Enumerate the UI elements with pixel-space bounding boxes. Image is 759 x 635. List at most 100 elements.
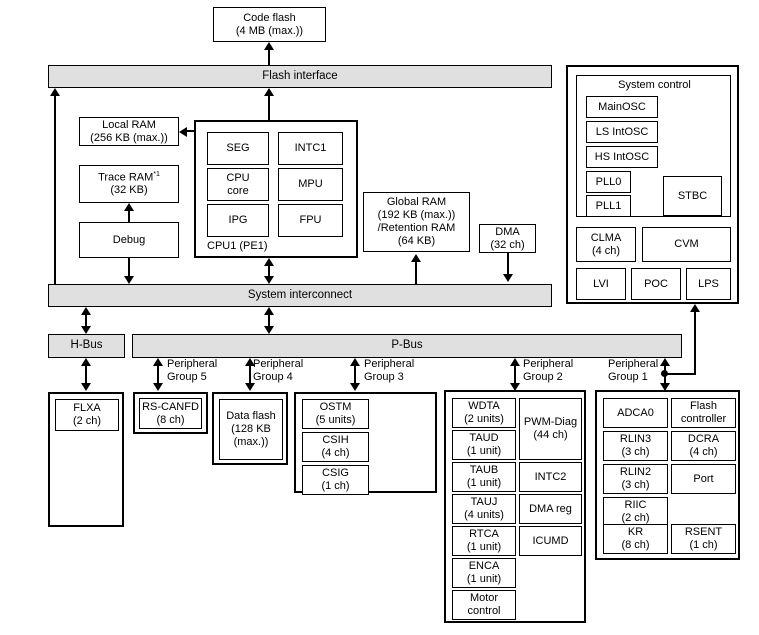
- system-control-outer-box: System control MainOSC LS IntOSC HS IntO…: [566, 65, 739, 304]
- rs-canfd-ch: (8 ch): [156, 413, 185, 426]
- enca-ch: (1 unit): [466, 573, 502, 585]
- code-flash-size: (4 MB (max.)): [235, 24, 304, 37]
- arrowhead-up-hbus-top: [81, 307, 91, 315]
- ostm-ch: (5 units): [315, 414, 356, 426]
- cpu-block-ipg: IPG: [207, 204, 269, 237]
- intc2-label: INTC2: [534, 470, 567, 483]
- debug-name: Debug: [112, 233, 146, 246]
- system-control-inner-box: System control MainOSC LS IntOSC HS IntO…: [576, 75, 731, 217]
- connector-hbus-flxa: [85, 364, 87, 384]
- global-ram-name: Global RAM: [386, 196, 447, 209]
- trace-ram-block: Trace RAM*1 (32 KB): [79, 165, 179, 203]
- csig-block: CSIG (1 ch): [302, 465, 369, 495]
- junction-dot-group1: [661, 370, 668, 377]
- arrowhead-up-flashif-cpu: [264, 88, 274, 96]
- hs-intosc-block: HS IntOSC: [586, 146, 658, 168]
- cpu-block-intc1: INTC1: [278, 132, 343, 165]
- global-ram-block: Global RAM (192 KB (max.)) /Retention RA…: [363, 192, 470, 252]
- rs-canfd-block: RS-CANFD (8 ch): [139, 398, 202, 429]
- connector-sysctrl-horizontal: [664, 373, 696, 375]
- peripheral-group-2-line2: Group 2: [523, 371, 563, 384]
- wdta-label: WDTA: [468, 400, 500, 413]
- cpu-block-mpu-label: MPU: [298, 178, 323, 191]
- peripheral-group-2-line1: Peripheral: [523, 358, 574, 370]
- rsent-block: RSENT (1 ch): [671, 524, 736, 554]
- taub-label: TAUB: [469, 464, 499, 477]
- peripheral-group-4-line1: Peripheral: [253, 358, 304, 370]
- data-flash-name: Data flash: [226, 410, 276, 423]
- connector-interconnect-hbus: [85, 313, 87, 328]
- connector-interconnect-pbus: [268, 313, 270, 328]
- taub-ch: (1 unit): [466, 477, 502, 489]
- local-ram-name: Local RAM: [102, 118, 156, 131]
- system-control-title: System control: [618, 79, 691, 91]
- h-bus-group-box: FLXA (2 ch): [48, 392, 124, 527]
- connector-pbus-group4: [249, 364, 251, 384]
- arrowhead-up-codeflash: [264, 42, 274, 50]
- peripheral-group-1-line2: Group 1: [608, 371, 648, 384]
- cpu1-block: SEG INTC1 CPU core MPU IPG FPU CPU1 (PE1…: [194, 120, 358, 258]
- dcra-label: DCRA: [687, 433, 720, 446]
- arrowhead-down-group3: [350, 383, 360, 391]
- pll0-label: PLL0: [595, 175, 622, 188]
- arrowhead-left-localram: [179, 127, 187, 137]
- flxa-ch: (2 ch): [72, 415, 102, 427]
- kr-label: KR: [627, 526, 644, 539]
- arrowhead-down-debug: [124, 276, 134, 284]
- trace-ram-name: Trace RAM*1: [98, 170, 160, 184]
- riic-label: RIIC: [624, 499, 647, 512]
- riic-block: RIIC (2 ch): [603, 497, 668, 527]
- mainosc-block: MainOSC: [586, 96, 658, 118]
- arrowhead-up-group3: [350, 358, 360, 366]
- arrowhead-down-group4: [245, 383, 255, 391]
- arrowhead-up-group2: [510, 358, 520, 366]
- taud-label: TAUD: [469, 432, 499, 445]
- p-bus-label: P-Bus: [391, 339, 423, 352]
- rlin3-block: RLIN3 (3 ch): [603, 431, 668, 461]
- dma-reg-label: DMA reg: [529, 502, 572, 515]
- arrowhead-down-group2: [510, 383, 520, 391]
- kr-block: KR (8 ch): [603, 524, 668, 554]
- arrowhead-down-group5: [153, 383, 163, 391]
- dma-reg-block: DMA reg: [519, 494, 582, 524]
- motor-control-ch: control: [467, 605, 501, 617]
- pwm-diag-block: PWM-Diag (44 ch): [519, 398, 582, 460]
- peripheral-group-1-line1: Peripheral: [608, 358, 659, 370]
- peripheral-group-2-box: WDTA (2 units) TAUD (1 unit) TAUB (1 uni…: [444, 390, 586, 623]
- system-interconnect-bar: System interconnect: [48, 284, 552, 307]
- peripheral-group-1-label: Peripheral Group 1: [608, 358, 658, 385]
- flash-interface-bar: Flash interface: [48, 65, 552, 88]
- flash-controller-label2: controller: [680, 413, 727, 425]
- rlin2-ch: (3 ch): [621, 479, 650, 491]
- dcra-block: DCRA (4 ch): [671, 431, 736, 461]
- retention-ram-name: /Retention RAM: [377, 222, 456, 234]
- debug-block: Debug: [79, 222, 179, 258]
- lps-label: LPS: [698, 277, 719, 290]
- flxa-block: FLXA (2 ch): [55, 399, 119, 431]
- arrowhead-up-pbus-top: [264, 307, 274, 315]
- taud-block: TAUD (1 unit): [452, 430, 516, 460]
- arrowhead-up-group1: [660, 358, 670, 366]
- arrowhead-up-traceram: [124, 203, 134, 211]
- h-bus-label: H-Bus: [70, 339, 103, 352]
- rsent-label: RSENT: [684, 526, 723, 539]
- cpu-block-mpu: MPU: [278, 168, 343, 201]
- flash-interface-label: Flash interface: [262, 69, 338, 82]
- arrowhead-up-cpu1-bottom: [264, 258, 274, 266]
- csig-label: CSIG: [322, 467, 349, 480]
- arrowhead-down-dma: [503, 274, 513, 282]
- adca0-label: ADCA0: [617, 406, 654, 419]
- p-bus-bar: P-Bus: [132, 334, 682, 358]
- connector-interconnect-flashif: [54, 94, 56, 284]
- data-flash-size: (128 KB: [231, 423, 271, 436]
- rtca-ch: (1 unit): [466, 541, 502, 553]
- data-flash-size2: (max.)): [233, 435, 269, 448]
- peripheral-group-5-line1: Peripheral: [167, 358, 218, 370]
- connector-pbus-group3: [354, 364, 356, 384]
- local-ram-size: (256 KB (max.)): [90, 131, 168, 144]
- peripheral-group-3-line2: Group 3: [364, 371, 404, 384]
- global-ram-size: (192 KB (max.)): [377, 209, 456, 222]
- lvi-label: LVI: [593, 277, 609, 290]
- enca-label: ENCA: [468, 560, 500, 573]
- connector-cpu1-flashif: [268, 94, 270, 121]
